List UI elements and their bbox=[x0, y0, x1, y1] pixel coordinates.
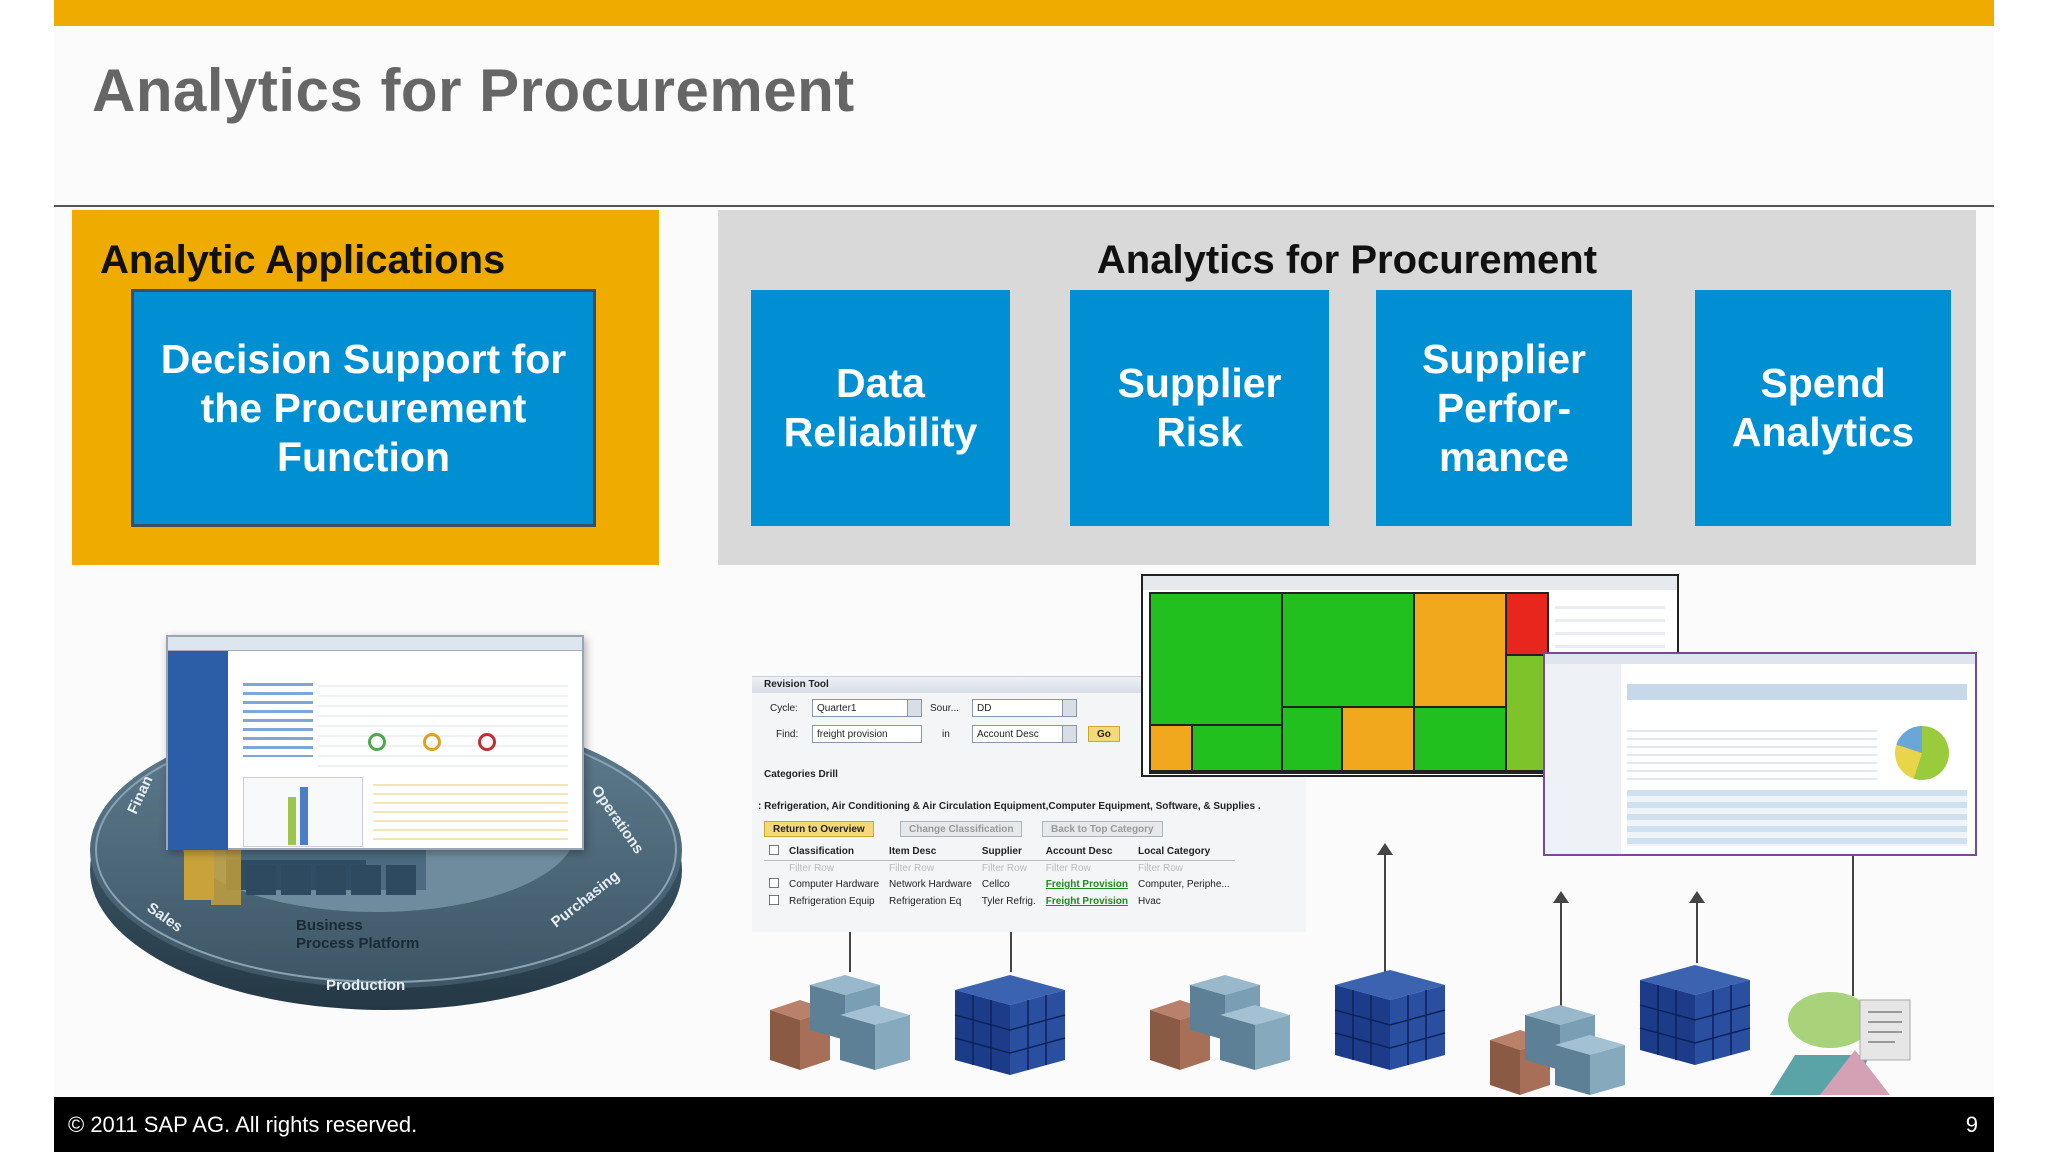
tile-supplier-performance: Supplier Perfor- mance bbox=[1376, 290, 1632, 526]
supplier-risk-treemap-screenshot bbox=[1141, 574, 1679, 777]
category-breadcrumb: : Refrigeration, Air Conditioning & Air … bbox=[758, 801, 1261, 812]
arrow-shaft bbox=[1010, 932, 1012, 972]
change-classification-button[interactable]: Change Classification bbox=[900, 821, 1023, 837]
filter-row: Filter Row Filter Row Filter Row Filter … bbox=[764, 861, 1235, 877]
tile-label: Supplier Perfor- mance bbox=[1421, 335, 1587, 480]
table-header-row: Classification Item Desc Supplier Accoun… bbox=[764, 843, 1235, 861]
filter-input[interactable]: Filter Row bbox=[981, 863, 1027, 874]
arrow-shaft bbox=[849, 932, 851, 972]
arrow-up-icon bbox=[1553, 891, 1569, 903]
table-row[interactable]: Refrigeration Equip Refrigeration Eq Tyl… bbox=[764, 893, 1235, 910]
column-header[interactable]: Supplier bbox=[976, 843, 1041, 861]
in-label: in bbox=[942, 729, 950, 740]
arrow-shaft bbox=[1560, 903, 1562, 1023]
marketing-app-screenshot bbox=[166, 635, 584, 850]
tile-supplier-risk: Supplier Risk bbox=[1070, 290, 1329, 526]
chevron-down-icon bbox=[1062, 726, 1076, 742]
column-header[interactable]: Classification bbox=[784, 843, 885, 861]
platform-center-label: Business bbox=[296, 917, 363, 934]
row-checkbox[interactable] bbox=[769, 895, 779, 905]
account-desc-link[interactable]: Freight Provision bbox=[1045, 896, 1128, 907]
tile-spend-analytics: Spend Analytics bbox=[1695, 290, 1951, 526]
arrow-up-icon bbox=[1377, 843, 1393, 855]
tile-data-reliability: Data Reliability bbox=[751, 290, 1010, 526]
source-label: Sour... bbox=[930, 703, 959, 714]
account-desc-link[interactable]: Freight Provision bbox=[1045, 879, 1128, 890]
column-header[interactable]: Local Category bbox=[1133, 843, 1235, 861]
title-divider bbox=[54, 205, 1994, 207]
column-header[interactable]: Account Desc bbox=[1040, 843, 1133, 861]
tile-label: Data Reliability bbox=[783, 360, 978, 455]
document-shapes-illustration bbox=[1770, 992, 1911, 1095]
in-select[interactable]: Account Desc bbox=[972, 725, 1077, 743]
select-all-checkbox[interactable] bbox=[769, 845, 779, 855]
go-button[interactable]: Go bbox=[1088, 726, 1120, 742]
olap-cube-3 bbox=[1639, 965, 1751, 1065]
spend-analytics-screenshot bbox=[1543, 652, 1977, 856]
find-input[interactable]: freight provision bbox=[812, 725, 922, 743]
page-number: 9 bbox=[1965, 1112, 1978, 1137]
row-checkbox[interactable] bbox=[769, 878, 779, 888]
cycle-select[interactable]: Quarter1 bbox=[812, 699, 922, 717]
chevron-down-icon bbox=[907, 700, 921, 716]
olap-cube-2 bbox=[1334, 970, 1446, 1070]
back-to-top-category-button[interactable]: Back to Top Category bbox=[1042, 821, 1163, 837]
column-header[interactable]: Item Desc bbox=[884, 843, 977, 861]
business-process-platform-illustration: Business Process Platform Production Pur… bbox=[86, 635, 686, 1020]
category-table: Classification Item Desc Supplier Accoun… bbox=[764, 843, 1235, 910]
tile-label: Spend Analytics bbox=[1731, 360, 1915, 455]
analytic-applications-title: Analytic Applications bbox=[100, 238, 506, 282]
chevron-down-icon bbox=[1062, 700, 1076, 716]
slide-title: Analytics for Procurement bbox=[92, 57, 855, 124]
filter-input[interactable]: Filter Row bbox=[789, 863, 835, 874]
categories-drill-label: Categories Drill bbox=[764, 769, 838, 780]
arrow-shaft bbox=[1852, 856, 1854, 996]
analytics-procurement-title: Analytics for Procurement bbox=[1096, 238, 1598, 282]
svg-text:Process Platform: Process Platform bbox=[296, 935, 419, 952]
decision-support-label: Decision Support for the Procurement Fun… bbox=[160, 335, 567, 480]
revision-tool-screenshot: Revision Tool Cycle: Quarter1 Sour... DD… bbox=[752, 676, 1306, 932]
decision-support-card: Decision Support for the Procurement Fun… bbox=[131, 289, 596, 527]
footer-bar: © 2011 SAP AG. All rights reserved. 9 bbox=[54, 1097, 1994, 1152]
filter-input[interactable]: Filter Row bbox=[889, 863, 935, 874]
source-select[interactable]: DD bbox=[972, 699, 1077, 717]
cycle-label: Cycle: bbox=[770, 703, 798, 714]
return-to-overview-button[interactable]: Return to Overview bbox=[764, 821, 874, 837]
data-cubes-illustration bbox=[770, 965, 1911, 1095]
olap-cube-1 bbox=[954, 975, 1066, 1075]
copyright-text: © 2011 SAP AG. All rights reserved. bbox=[68, 1112, 418, 1137]
filter-input[interactable]: Filter Row bbox=[1138, 863, 1184, 874]
top-accent-bar bbox=[54, 0, 1994, 26]
filter-input[interactable]: Filter Row bbox=[1045, 863, 1091, 874]
tile-label: Supplier Risk bbox=[1117, 360, 1282, 455]
find-label: Find: bbox=[776, 729, 799, 740]
cube-cluster-3 bbox=[1490, 1005, 1625, 1095]
cube-cluster-2 bbox=[1150, 975, 1290, 1070]
table-row[interactable]: Computer Hardware Network Hardware Cellc… bbox=[764, 876, 1235, 893]
cube-cluster-1 bbox=[770, 975, 910, 1070]
arrow-shaft bbox=[1384, 855, 1386, 975]
arrow-up-icon bbox=[1689, 891, 1705, 903]
ring-label-production: Production bbox=[326, 977, 405, 994]
arrow-shaft bbox=[1696, 903, 1698, 963]
